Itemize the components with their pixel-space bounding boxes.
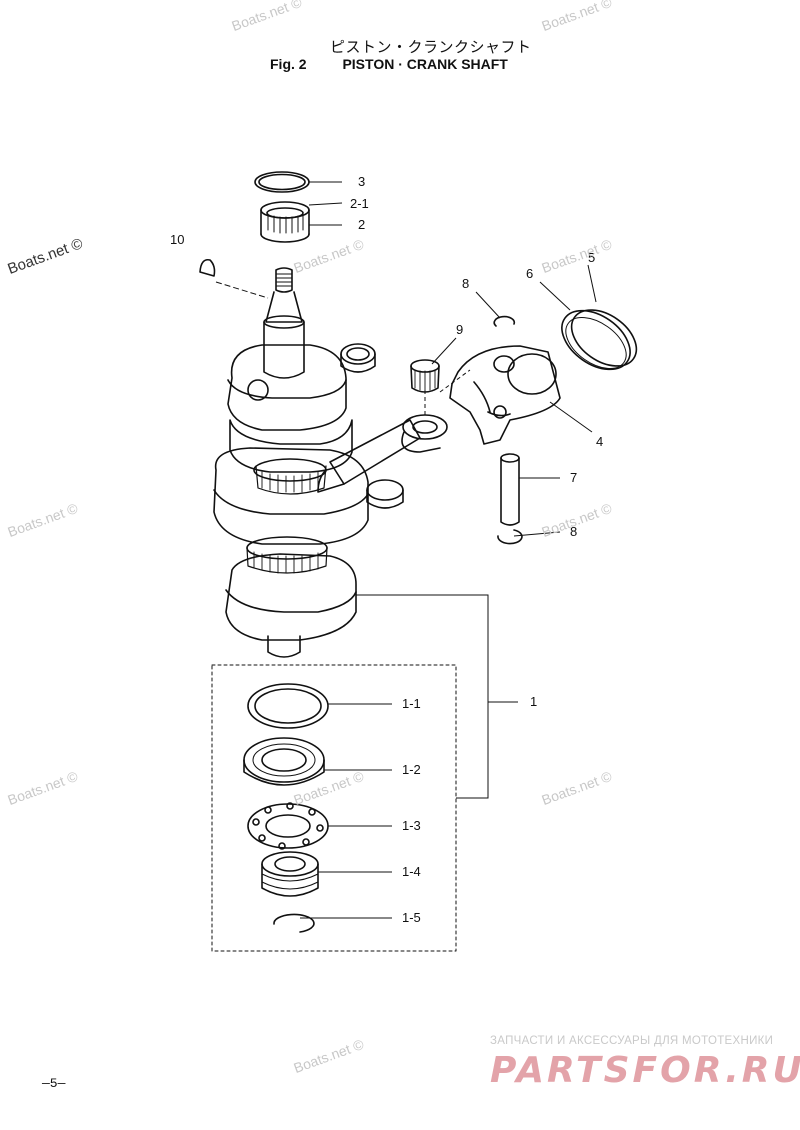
title-japanese: ピストン・クランクシャフト: [330, 38, 532, 56]
part-1-2-ball-bearing: [243, 737, 325, 786]
part-1-4-seal-housing: [261, 851, 319, 897]
callout-1-1: 1-1: [402, 696, 421, 711]
part-8-circlip-bottom: [497, 529, 523, 545]
connecting-rod: [317, 414, 448, 493]
banner-logo: PARTSFOR.RU: [490, 1050, 800, 1091]
part-2-bearing: [260, 201, 310, 243]
callout-7: 7: [570, 470, 577, 485]
callout-5: 5: [588, 250, 595, 265]
callout-10: 10: [170, 232, 184, 247]
part-1-3-flange: [247, 802, 329, 850]
part-9-needle-bearing: [410, 359, 440, 393]
part-1-5-snap-ring: [273, 913, 315, 933]
part-1-1-washer: [247, 683, 329, 729]
figure-label: Fig. 2: [270, 56, 307, 72]
part-4-piston: [449, 345, 561, 445]
callout-1-4: 1-4: [402, 864, 421, 879]
figure-title-text: PISTON · CRANK SHAFT: [342, 56, 508, 72]
figure-title: Fig. 2 PISTON · CRANK SHAFT: [270, 56, 508, 72]
callout-1-3: 1-3: [402, 818, 421, 833]
callout-4: 4: [596, 434, 603, 449]
callout-6: 6: [526, 266, 533, 281]
callout-9: 9: [456, 322, 463, 337]
kit-dashed-box: [211, 664, 457, 952]
part-8-circlip-top: [493, 315, 516, 327]
callout-1: 1: [530, 694, 537, 709]
callout-1-5: 1-5: [402, 910, 421, 925]
callout-8-bottom: 8: [570, 524, 577, 539]
callout-3: 3: [358, 174, 365, 189]
callout-2: 2: [358, 217, 365, 232]
callout-8-top: 8: [462, 276, 469, 291]
crankshaft: [213, 267, 404, 658]
part-5-6-piston-rings: [561, 309, 638, 371]
part-3-ring: [254, 171, 310, 193]
part-7-piston-pin: [500, 453, 520, 526]
part-10-key: [199, 258, 216, 277]
callout-2-1: 2-1: [350, 196, 369, 211]
page-number: —5—: [42, 1076, 66, 1091]
banner-caption: ЗАПЧАСТИ И АКСЕССУАРЫ ДЛЯ МОТОТЕХНИКИ: [490, 1035, 774, 1047]
callout-1-2: 1-2: [402, 762, 421, 777]
